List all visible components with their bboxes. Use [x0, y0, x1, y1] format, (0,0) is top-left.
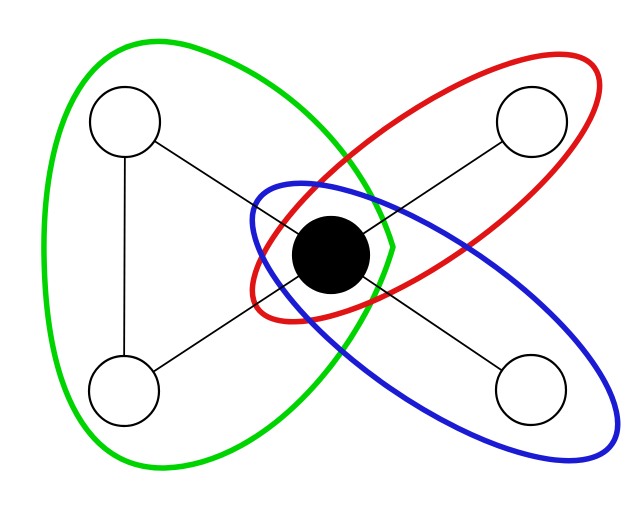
node-center: [291, 215, 371, 295]
edge-top-left-center: [124, 121, 332, 256]
hyperedge-blue-set: [249, 180, 621, 464]
edge-bottom-left-center: [123, 254, 332, 392]
node-bottom-left: [87, 354, 161, 428]
node-top-left: [88, 85, 162, 159]
edge-top-left-bottom-left: [123, 121, 126, 392]
hyperedge-green-set: [41, 38, 396, 471]
edge-bottom-right-center: [330, 254, 532, 391]
edge-top-right-center: [330, 121, 533, 256]
node-top-right: [495, 85, 569, 159]
node-bottom-right: [494, 353, 568, 427]
